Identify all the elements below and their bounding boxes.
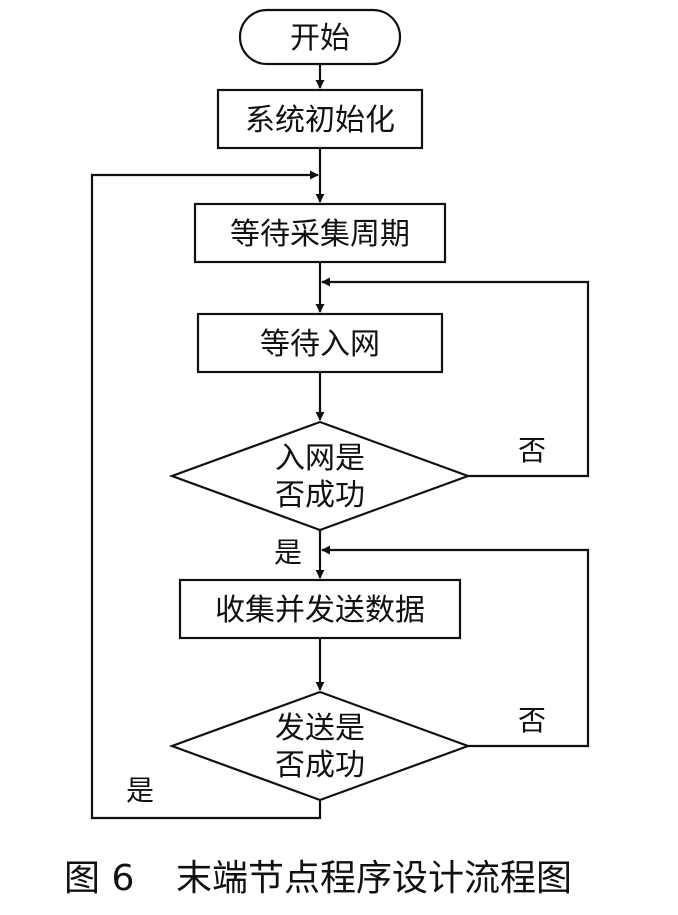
edge-send-yes-loop xyxy=(90,170,322,820)
init-box xyxy=(216,88,424,150)
send-check-label-line2: 否成功 xyxy=(275,748,365,783)
join-check-label-line1: 入网是 xyxy=(275,441,365,476)
figure-caption-number: 图 6 xyxy=(64,858,134,899)
send-yes-label: 是 xyxy=(126,774,154,807)
figure-caption-title: 末端节点程序设计流程图 xyxy=(176,858,572,899)
start-label: 开始 xyxy=(290,21,350,56)
join-no-label: 否 xyxy=(518,434,546,467)
edge-send-no-loop xyxy=(321,545,590,748)
wait-join-label: 等待入网 xyxy=(260,327,380,362)
edge-join-no-loop xyxy=(321,277,590,478)
collect-send-label: 收集并发送数据 xyxy=(215,593,425,628)
send-no-label: 否 xyxy=(518,704,546,737)
wait-join-box xyxy=(196,312,444,374)
send-check-diamond xyxy=(168,690,472,802)
init-label: 系统初始化 xyxy=(245,103,395,138)
send-check-label-line1: 发送是 xyxy=(275,711,365,746)
join-check-diamond xyxy=(168,420,472,532)
wait-cycle-label: 等待采集周期 xyxy=(230,217,410,252)
join-check-label-line2: 否成功 xyxy=(275,478,365,513)
join-yes-label: 是 xyxy=(274,536,302,569)
